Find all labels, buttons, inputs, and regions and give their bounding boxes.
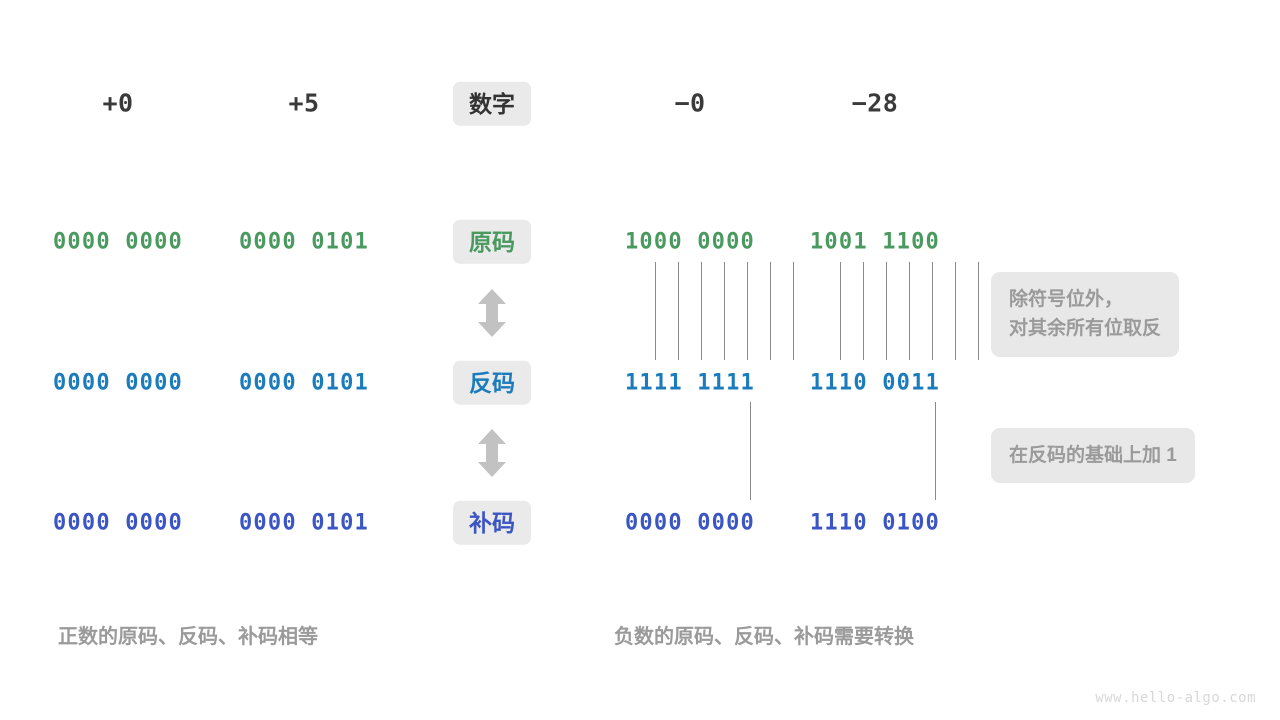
invert-bits-note: 除符号位外， 对其余所有位取反 [991, 272, 1180, 357]
row-label-true-form: 原码 [453, 219, 531, 265]
invert-connector-minus-zero-tick-3 [701, 262, 702, 360]
bits-true-form-minus-zero: 1000 0000 [624, 229, 756, 255]
invert-connector-minus-28-tick-1 [840, 262, 841, 360]
invert-connector-minus-zero-tick-5 [747, 262, 748, 360]
bits-ones-complement-plus-five: 0000 0101 [238, 370, 370, 396]
positive-caption: 正数的原码、反码、补码相等 [58, 626, 318, 648]
bits-true-form-plus-five: 0000 0101 [238, 229, 370, 255]
invert-connector-minus-28-tick-4 [909, 262, 910, 360]
bits-twos-complement-plus-five: 0000 0101 [238, 510, 370, 536]
invert-connector-minus-28-tick-7 [978, 262, 979, 360]
negative-caption: 负数的原码、反码、补码需要转换 [614, 626, 914, 648]
row-label-twos-complement: 补码 [453, 500, 531, 546]
bits-ones-complement-minus-zero: 1111 1111 [624, 370, 756, 396]
column-header-plus-five: +5 [288, 88, 320, 118]
row-label-ones-complement: 反码 [453, 360, 531, 406]
invert-connector-minus-zero-tick-7 [793, 262, 794, 360]
invert-connector-minus-28-tick-2 [863, 262, 864, 360]
invert-connector-minus-28-tick-6 [955, 262, 956, 360]
bits-twos-complement-minus-zero: 0000 0000 [624, 510, 756, 536]
column-header-plus-zero: +0 [102, 88, 134, 118]
column-header-minus-zero: −0 [674, 88, 706, 118]
bits-true-form-plus-zero: 0000 0000 [52, 229, 184, 255]
invert-connector-minus-zero-tick-2 [678, 262, 679, 360]
add-one-note: 在反码的基础上加 1 [991, 428, 1195, 484]
carry-connector-minus-zero-tick-1 [750, 402, 751, 500]
bits-twos-complement-minus-28: 1110 0100 [809, 510, 941, 536]
invert-connector-minus-zero-tick-4 [724, 262, 725, 360]
double-arrow-icon-carry [475, 429, 509, 477]
bits-ones-complement-minus-28: 1110 0011 [809, 370, 941, 396]
invert-connector-minus-zero-tick-1 [655, 262, 656, 360]
bits-ones-complement-plus-zero: 0000 0000 [52, 370, 184, 396]
row-label-number: 数字 [453, 81, 531, 127]
bits-twos-complement-plus-zero: 0000 0000 [52, 510, 184, 536]
invert-connector-minus-28-tick-3 [886, 262, 887, 360]
invert-connector-minus-zero-tick-6 [770, 262, 771, 360]
double-arrow-icon-invert [475, 289, 509, 337]
carry-connector-minus-28-tick-1 [935, 402, 936, 500]
column-header-minus-28: −28 [851, 88, 899, 118]
site-watermark: www.hello-algo.com [1095, 690, 1256, 706]
invert-connector-minus-28-tick-5 [932, 262, 933, 360]
bits-true-form-minus-28: 1001 1100 [809, 229, 941, 255]
